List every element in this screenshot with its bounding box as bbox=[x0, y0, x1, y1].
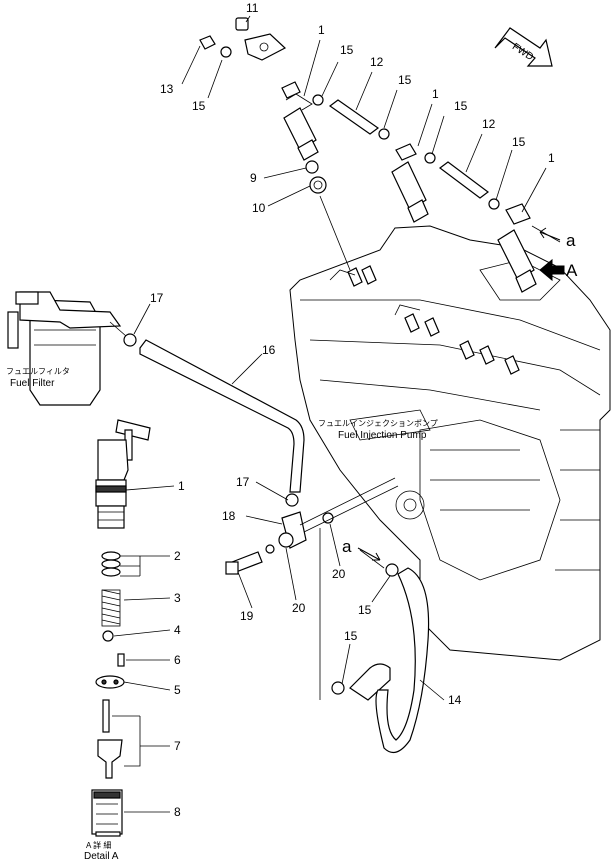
callout-7: 7 bbox=[174, 739, 181, 753]
injection-pump-label-jp: フュエルインジェクションポンプ bbox=[318, 419, 438, 428]
callout-3: 3 bbox=[174, 591, 181, 605]
fuel-filter-label-jp: フュエルフィルタ bbox=[6, 367, 70, 376]
callout-A: A bbox=[566, 261, 578, 280]
callout-13: 13 bbox=[160, 82, 174, 96]
callout-2: 2 bbox=[174, 549, 181, 563]
fuel-filter bbox=[7, 291, 137, 406]
view-a-arrow bbox=[539, 258, 565, 282]
detail-a-injector bbox=[91, 419, 151, 837]
engine-block bbox=[289, 225, 611, 661]
component-labels: フュエルフィルタ Fuel Filter フュエルインジェクションポンプ Fue… bbox=[6, 367, 438, 861]
callout-15: 15 bbox=[398, 73, 412, 87]
callout-a: a bbox=[342, 537, 352, 556]
callout-16: 16 bbox=[262, 343, 276, 357]
arrow-a-bottom bbox=[357, 547, 381, 561]
top-injectors bbox=[199, 17, 537, 293]
callout-12: 12 bbox=[370, 55, 384, 69]
callout-12: 12 bbox=[482, 117, 496, 131]
callout-20: 20 bbox=[332, 567, 346, 581]
callout-15: 15 bbox=[512, 135, 526, 149]
callout-10: 10 bbox=[252, 201, 266, 215]
callout-17: 17 bbox=[236, 475, 250, 489]
callout-20: 20 bbox=[292, 601, 306, 615]
clamp-plate bbox=[244, 33, 287, 61]
hose-16 bbox=[139, 339, 305, 493]
callout-5: 5 bbox=[174, 683, 181, 697]
callout-15: 15 bbox=[344, 629, 358, 643]
callout-11: 11 bbox=[246, 1, 259, 15]
callout-1: 1 bbox=[548, 151, 555, 165]
callout-1: 1 bbox=[178, 479, 185, 493]
callout-numbers: 11 13 15 1 15 12 15 1 15 12 15 1 9 10 a … bbox=[150, 1, 578, 819]
hose-14 bbox=[375, 567, 430, 754]
detail-label-jp: A 詳 細 bbox=[86, 840, 111, 850]
callout-1: 1 bbox=[318, 23, 325, 37]
callout-17: 17 bbox=[150, 291, 164, 305]
callout-15: 15 bbox=[358, 603, 372, 617]
callout-9: 9 bbox=[250, 171, 257, 185]
callout-1: 1 bbox=[432, 87, 439, 101]
callout-14: 14 bbox=[448, 693, 462, 707]
callout-6: 6 bbox=[174, 653, 181, 667]
fwd-arrow: FWD bbox=[494, 27, 553, 67]
callout-19: 19 bbox=[240, 609, 254, 623]
leader-lines bbox=[112, 15, 561, 813]
fuel-filter-label-en: Fuel Filter bbox=[10, 378, 55, 389]
callout-4: 4 bbox=[174, 623, 181, 637]
callout-15: 15 bbox=[340, 43, 354, 57]
callout-15: 15 bbox=[454, 99, 468, 113]
injection-pump-label-en: Fuel Injection Pump bbox=[338, 430, 427, 441]
callout-a: a bbox=[566, 231, 576, 250]
callout-18: 18 bbox=[222, 509, 236, 523]
callout-15: 15 bbox=[192, 99, 206, 113]
callout-8: 8 bbox=[174, 805, 181, 819]
fittings bbox=[225, 477, 399, 701]
detail-label-en: Detail A bbox=[84, 851, 119, 861]
arrow-a-top bbox=[539, 227, 561, 241]
